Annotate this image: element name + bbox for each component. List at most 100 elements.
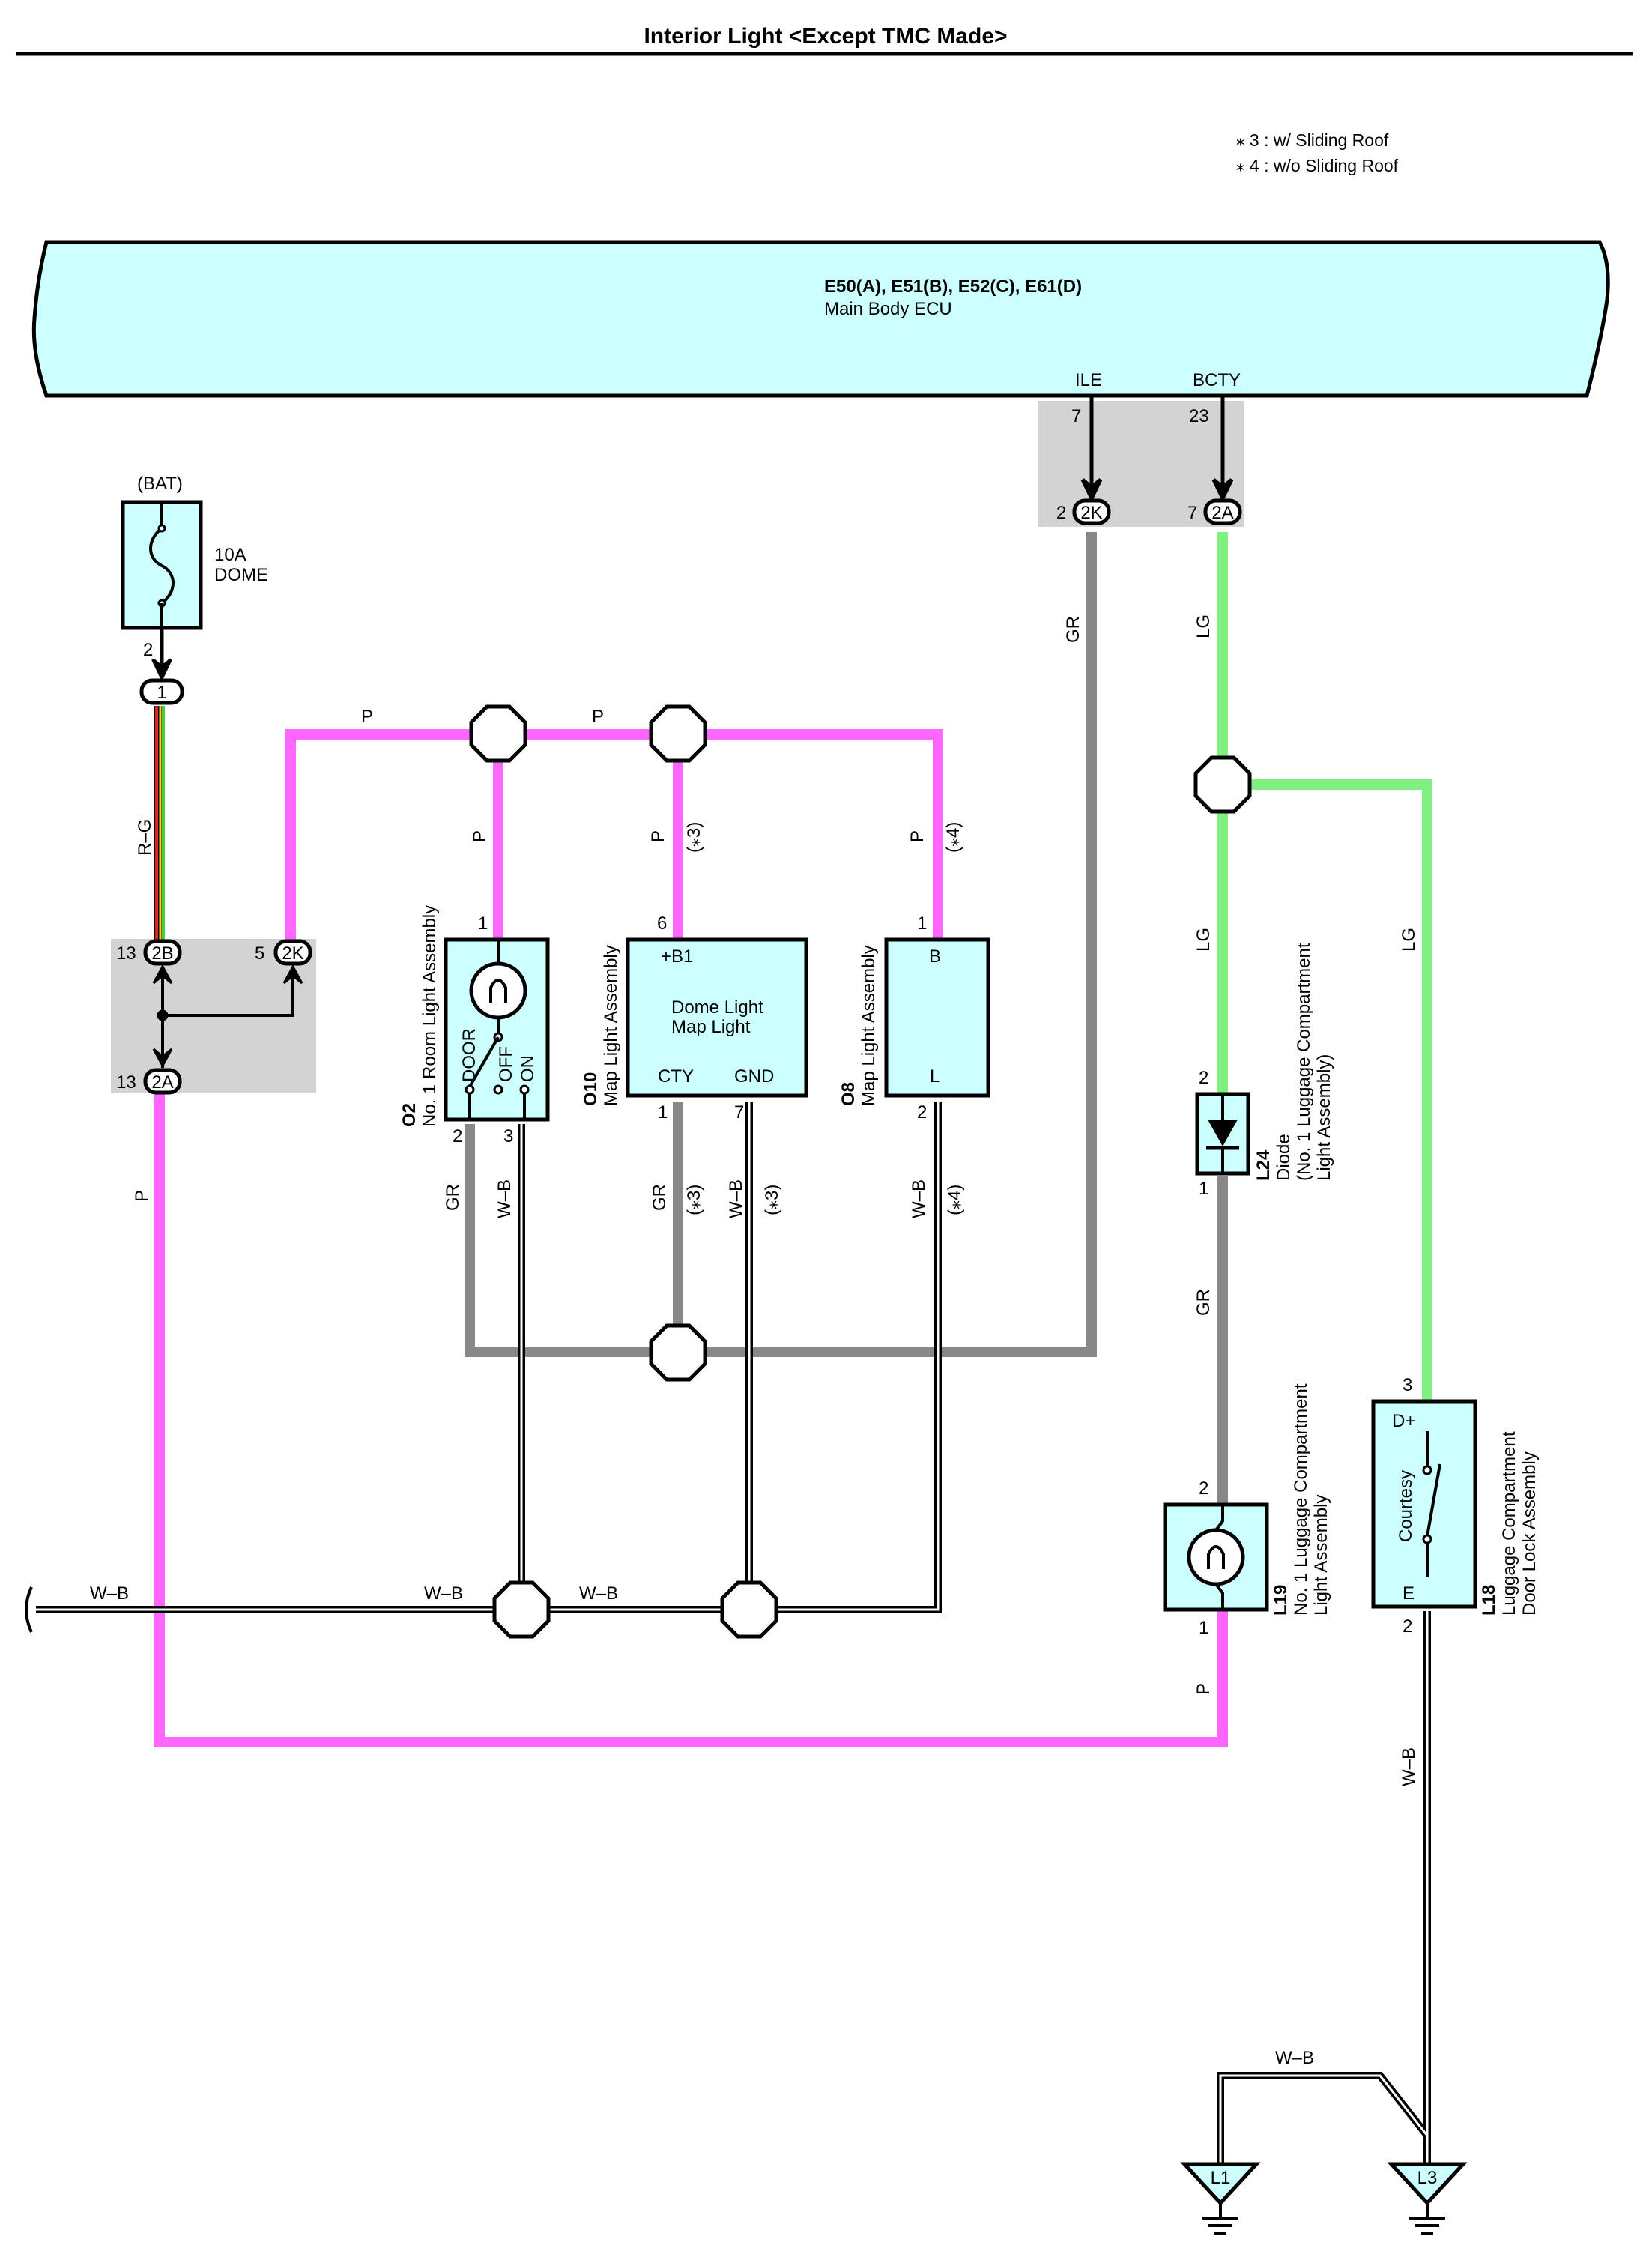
o2-position-off: OFF (496, 1046, 516, 1082)
diode-icon (1208, 1120, 1238, 1146)
svg-text:2A: 2A (151, 1072, 173, 1093)
wire-label-star4-top: (⁎4) (943, 822, 963, 853)
o10-line2: Map Light (671, 1017, 751, 1037)
note-no-sliding-roof: ⁎ 4 : w/o Sliding Roof (1236, 156, 1399, 175)
junction-gr (649, 1323, 707, 1382)
junction-p-1 (469, 704, 527, 763)
wire-label-wb-mid2: W–B (579, 1583, 618, 1604)
wire-wb-group (25, 1102, 1431, 2164)
o2-code: O2 (399, 1103, 420, 1127)
l18-code: L18 (1479, 1585, 1499, 1616)
l19-pin2: 2 (1199, 1478, 1208, 1499)
l24-code: L24 (1253, 1149, 1274, 1181)
o8-terminal-l: L (930, 1066, 940, 1087)
l18-courtesy: Courtesy (1396, 1470, 1416, 1542)
lamp-icon (469, 961, 527, 1020)
ecu-pin-bcty-label: BCTY (1193, 370, 1241, 390)
page-title: Interior Light <Except TMC Made> (644, 24, 1007, 49)
fuse-rating: 10A (214, 545, 246, 565)
l18-terminal-e: E (1403, 1583, 1415, 1604)
wire-label-star3-wb: (⁎3) (762, 1185, 782, 1215)
o10-terminal-cty: CTY (658, 1066, 694, 1087)
o8-code: O8 (838, 1082, 859, 1106)
junction-wb-1 (492, 1580, 551, 1639)
junction-p-2 (649, 704, 707, 763)
ground-l3 (1387, 2162, 1468, 2235)
junction-wb-2 (720, 1580, 778, 1639)
l19-code: L19 (1271, 1585, 1291, 1616)
o8-name: Map Light Assembly (859, 945, 879, 1106)
wire-label-p-top2: P (592, 707, 604, 727)
wire-label-gr-o10: GR (650, 1184, 670, 1211)
ecu-pin-ile-label: ILE (1075, 370, 1102, 390)
wire-label-wb-o8: W–B (909, 1179, 929, 1218)
l18-pin3: 3 (1403, 1375, 1412, 1395)
o10-code: O10 (581, 1072, 601, 1106)
wire-break-mark (25, 1586, 33, 1633)
wire-label-lg-right: LG (1399, 928, 1419, 952)
o10-pin1: 1 (658, 1102, 668, 1123)
component-o2 (444, 937, 550, 1122)
l24-name1: Diode (1274, 1134, 1294, 1181)
component-l18 (1371, 1399, 1477, 1609)
o2-position-door: DOOR (459, 1028, 479, 1082)
connector-2k-left: 2K (273, 939, 312, 966)
l24-pin1: 1 (1199, 1179, 1208, 1199)
wire-label-star3-gr: (⁎3) (684, 1185, 704, 1215)
wire-gr-group (465, 532, 1228, 1506)
l18-name2: Door Lock Assembly (1519, 1451, 1540, 1616)
o8-terminal-b: B (929, 946, 941, 967)
wire-labels: R–G P P P P (⁎3) P (⁎4) P GR LG LG LG GR… (90, 614, 1419, 2068)
wire-p-group (154, 729, 1228, 1747)
wire-label-p-o8: P (907, 830, 928, 842)
l24-name2: (No. 1 Luggage Compartment (1294, 943, 1314, 1181)
l18-pin2: 2 (1403, 1616, 1412, 1637)
junction-nodes (469, 704, 1252, 1639)
ecu-bcty-pin-number: 23 (1189, 406, 1209, 426)
connector-2b-pin: 13 (116, 943, 136, 964)
connector-2k-top-pin: 2 (1056, 503, 1066, 523)
wire-label-gr-o2: GR (443, 1184, 463, 1211)
o2-position-on: ON (518, 1055, 538, 1082)
switch-lever-icon (468, 1036, 500, 1087)
component-l19 (1163, 1502, 1269, 1612)
ecu-codes: E50(A), E51(B), E52(C), E61(D) (824, 277, 1082, 297)
o10-line1: Dome Light (671, 997, 763, 1018)
wire-label-lg-mid: LG (1193, 928, 1214, 952)
o2-pin2: 2 (453, 1126, 462, 1146)
lamp-icon (1187, 1528, 1245, 1586)
wire-label-p-top1: P (361, 707, 373, 727)
connector-2k-left-pin: 5 (255, 943, 264, 964)
svg-text:2B: 2B (151, 943, 173, 964)
wire-label-star4-wb: (⁎4) (945, 1185, 965, 1215)
wire-label-wb-o10: W–B (726, 1179, 746, 1218)
fuse-name: DOME (214, 565, 268, 585)
fuse-source: (BAT) (137, 474, 183, 494)
wire-p-bottom (154, 1094, 1228, 1747)
wire-label-wb-ground: W–B (1275, 2048, 1314, 2068)
o10-pin6: 6 (657, 913, 667, 934)
wire-label-lg-bcty: LG (1193, 614, 1214, 638)
wire-label-gr-ile: GR (1063, 616, 1083, 643)
wire-lg-group (1217, 532, 1432, 1401)
ground-l3-label: L3 (1417, 2168, 1438, 2188)
wire-label-wb-l18: W–B (1399, 1747, 1419, 1786)
o10-name: Map Light Assembly (601, 945, 621, 1106)
connector-2a-top-pin: 7 (1187, 503, 1197, 523)
o2-pin1: 1 (478, 913, 488, 934)
fuse-10a-dome (121, 500, 203, 630)
ground-l1 (1180, 2162, 1261, 2235)
junction-lg (1193, 755, 1252, 814)
wire-lg-l18 (1223, 779, 1432, 1401)
o8-pin1: 1 (917, 913, 927, 934)
ecu-name: Main Body ECU (824, 299, 952, 319)
svg-text:1: 1 (157, 683, 166, 703)
o10-pin7: 7 (734, 1102, 744, 1123)
l24-pin2: 2 (1199, 1068, 1208, 1088)
courtesy-switch-icon (1426, 1463, 1441, 1537)
l19-pin1: 1 (1199, 1618, 1208, 1638)
ecu-box (31, 240, 1610, 398)
o10-terminal-b1: +B1 (661, 946, 693, 967)
ground-l1-label: L1 (1211, 2168, 1231, 2188)
